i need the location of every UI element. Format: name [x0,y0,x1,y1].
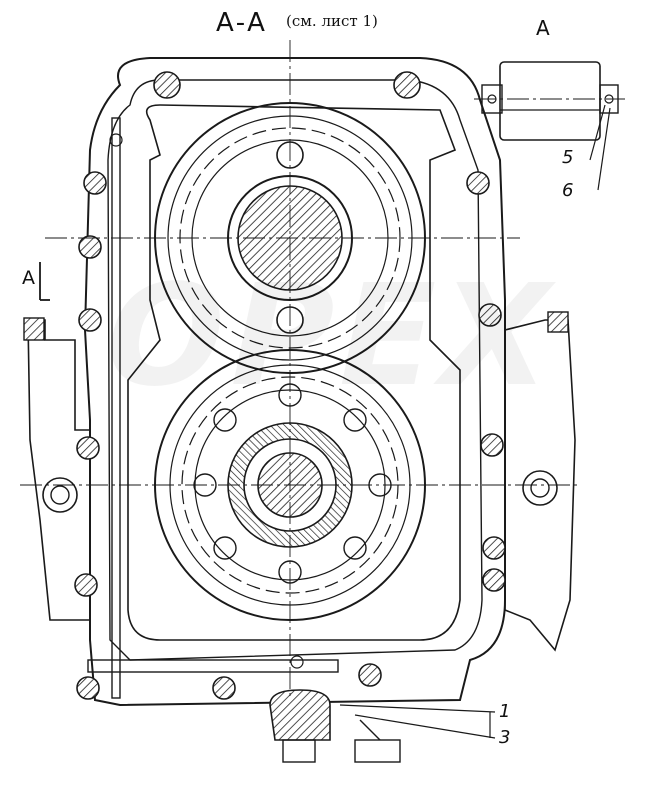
callout-3: 3 [499,727,511,748]
inner-cavity [127,104,461,641]
view-a-label: А [536,16,550,40]
callout-1: 1 [499,701,511,722]
left-rail [111,117,121,699]
drain-plug [269,689,331,741]
section-title: А-А [216,8,267,38]
left-flange [27,319,91,621]
cut-marker-label: А [22,267,35,289]
bottom-bar [87,659,339,673]
callout-6: 6 [562,180,574,201]
view-a-detail [481,61,619,141]
callout-5: 5 [562,147,574,168]
section-note: (см. лист 1) [286,12,378,30]
housing-inner-rim [107,79,483,661]
watermark: ОРЕХ [88,255,572,418]
